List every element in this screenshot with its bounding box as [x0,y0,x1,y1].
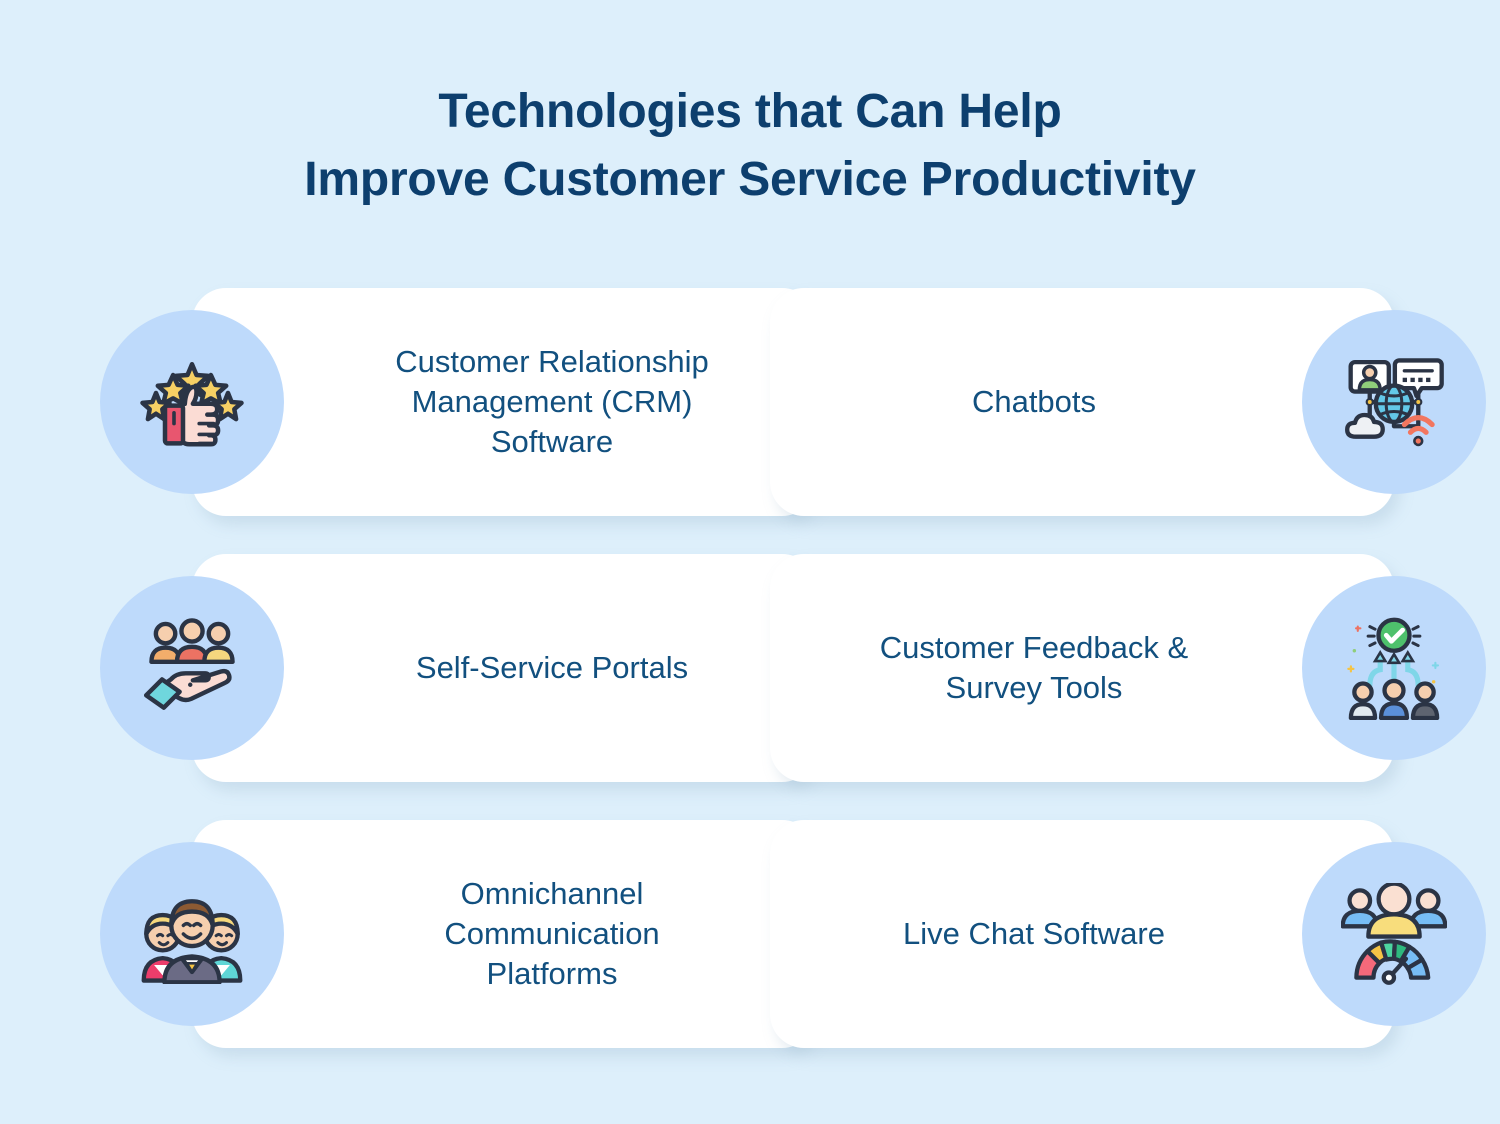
card-cell: Customer Feedback & Survey Tools [770,554,1486,782]
icon-circle [1302,842,1486,1026]
team-three-people-icon [138,884,246,984]
card-crm[interactable] [192,288,816,516]
card-omnichannel-communication-platforms[interactable] [192,820,816,1048]
cards-grid: Customer Relationship Management (CRM) S… [100,288,1486,1048]
card-cell: Omnichannel Communication Platforms [100,820,816,1048]
card-customer-feedback-survey-tools[interactable] [770,554,1394,782]
hand-holding-people-icon [139,616,245,720]
cards-row: Omnichannel Communication Platforms [100,820,1486,1048]
page-title: Technologies that Can Help Improve Custo… [0,78,1500,214]
cards-row: Customer Relationship Management (CRM) S… [100,288,1486,516]
card-label: Self-Service Portals [415,650,689,685]
icon-circle [1302,310,1486,494]
icon-circle [1302,576,1486,760]
card-label: Customer Relationship Management (CRM) S… [395,344,709,459]
page-title-line-1: Technologies that Can Help [438,85,1062,138]
icon-circle [100,310,284,494]
card-cell: Chatbots [770,288,1486,516]
card-label: Customer Feedback & Survey Tools [879,630,1189,705]
card-label: Live Chat Software [903,916,1165,951]
people-gauge-icon [1341,883,1447,985]
icon-circle [100,576,284,760]
card-chatbots[interactable] [770,288,1394,516]
network-globe-chat-icon [1342,350,1446,454]
thumbs-up-five-stars-icon [138,348,246,456]
icon-circle [100,842,284,1026]
page-title-line-2: Improve Customer Service Productivity [304,153,1196,206]
card-live-chat-software[interactable] [770,820,1394,1048]
card-label: Chatbots [971,384,1097,419]
card-cell: Self-Service Portals [100,554,816,782]
card-cell: Customer Relationship Management (CRM) S… [100,288,816,516]
card-cell: Live Chat Software [770,820,1486,1048]
card-self-service-portals[interactable] [192,554,816,782]
cards-row: Self-Service Portals [100,554,1486,782]
people-arrows-checkmark-icon [1344,616,1444,720]
card-label: Omnichannel Communication Platforms [444,876,660,991]
